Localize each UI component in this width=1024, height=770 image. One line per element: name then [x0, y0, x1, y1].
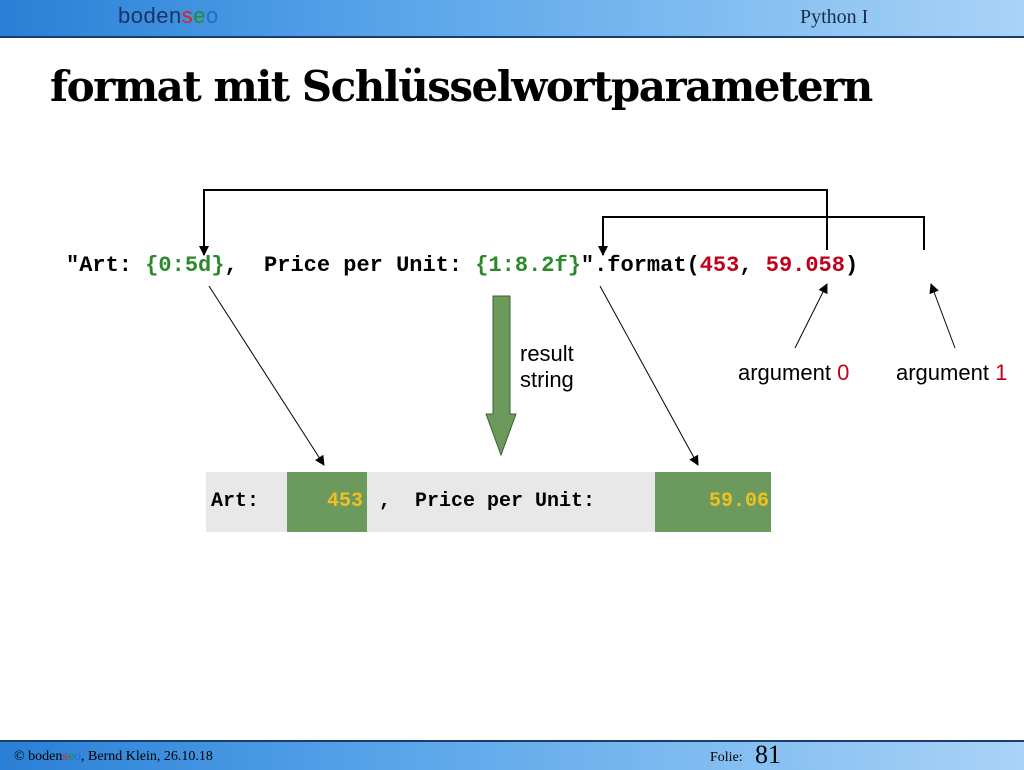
code-part-3: , Price per Unit:: [224, 253, 476, 278]
folio-label: Folie:: [710, 750, 743, 765]
copyright-sign: ©: [14, 749, 29, 764]
code-placeholder-1: {1:8.2f}: [475, 253, 581, 278]
label0-to-arg0-arrow: [794, 283, 828, 349]
placeholder1-to-result-arrow: [599, 285, 699, 466]
course-title: Python I: [800, 6, 869, 28]
label1-to-arg1-arrow: [929, 283, 956, 349]
result-string-label-line2: string: [520, 367, 574, 392]
format-code-line: "Art: {0:5d}, Price per Unit: {1:8.2f}".…: [66, 253, 858, 278]
result-value-1: 59.06: [655, 472, 771, 532]
code-argument-1: 59.058: [765, 253, 845, 278]
code-argument-0: 453: [699, 253, 740, 278]
argument-0-text: argument: [738, 360, 838, 385]
result-string-arrow: [485, 295, 517, 457]
footer-brand-e: e: [67, 749, 75, 764]
header-bar: bodenseo Python I: [0, 0, 1024, 38]
brand-o: o: [205, 3, 219, 28]
footer-brand-o: o: [74, 749, 82, 764]
slide-title: format mit Schlüsselwortparametern: [50, 62, 873, 111]
result-string-label-line1: result: [520, 341, 574, 366]
code-part-5: ".format(: [580, 253, 700, 278]
footer-brand-s: s: [62, 749, 68, 764]
code-placeholder-0: {0:5d}: [145, 253, 225, 278]
result-middle-text: , Price per Unit:: [367, 490, 596, 513]
result-string-box: Art: 453 , Price per Unit: 59.06: [206, 472, 771, 532]
brand-logo: bodenseo: [118, 3, 219, 29]
argument-0-label: argument 0: [738, 360, 849, 386]
code-part-1: "Art:: [66, 253, 146, 278]
footer-bar: © bodenseo, Bernd Klein, 26.10.18 Folie:…: [0, 740, 1024, 770]
code-part-9: ): [844, 253, 859, 278]
argument-1-number: 1: [995, 360, 1008, 385]
folio-number: 81: [755, 740, 781, 769]
result-value-0: 453: [287, 472, 367, 532]
result-art-label: Art:: [211, 490, 260, 513]
placeholder0-to-result-arrow: [208, 285, 325, 466]
arg1-to-placeholder1-arrow: [598, 216, 925, 256]
footer-copyright: © bodenseo, Bernd Klein, 26.10.18: [14, 749, 213, 765]
brand-s: s: [181, 3, 194, 28]
arg0-to-placeholder0-arrow: [199, 189, 828, 256]
code-part-7: ,: [739, 253, 766, 278]
argument-1-text: argument: [896, 360, 996, 385]
brand-e: e: [193, 3, 206, 28]
argument-0-number: 0: [837, 360, 850, 385]
argument-1-label: argument 1: [896, 360, 1007, 386]
footer-brand-part1: boden: [28, 749, 63, 764]
brand-part1: boden: [118, 3, 182, 28]
footer-author-date: , Bernd Klein, 26.10.18: [81, 749, 213, 764]
